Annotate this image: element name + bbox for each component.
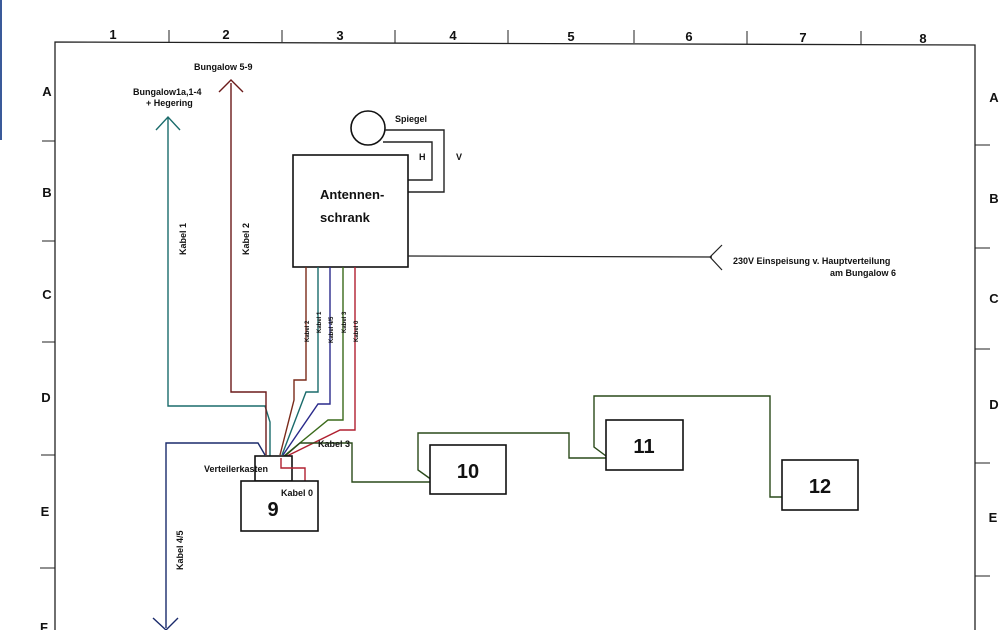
power-feed-line <box>407 255 713 258</box>
cabinet-label-line1: Antennen- <box>320 187 384 202</box>
kabel45-label: Kabel 4/5 <box>175 530 185 570</box>
power-plug-icon <box>709 244 723 271</box>
row-label-left-A: A <box>42 84 52 99</box>
row-label-right-C: C <box>989 291 999 306</box>
row-label-left-B: B <box>42 185 51 200</box>
satellite-dish-icon <box>350 110 386 146</box>
row-label-right-B: B <box>989 191 998 206</box>
feed-v-wire <box>385 129 445 193</box>
row-ticks-right <box>975 144 990 577</box>
bundle-wire-kabel3 <box>283 267 344 457</box>
kabel3-wire-to-10 <box>284 442 432 483</box>
cabinet-label-line2: schrank <box>320 210 371 225</box>
drawing-frame <box>54 41 976 630</box>
bundle-wire-kabel0 <box>284 267 356 458</box>
dest-bungalow1-line1-text: Bungalow1a,1-4 <box>133 87 202 97</box>
column-label-5: 5 <box>567 29 574 44</box>
kabel45-arrow-icon <box>152 617 179 630</box>
distribution-box-label: Verteilerkasten <box>204 464 268 474</box>
row-label-right-E: E <box>989 510 998 525</box>
bundle-label-kabel2: Kabel 2 <box>305 320 311 342</box>
kabel3-label: Kabel 3 <box>318 439 350 449</box>
bundle-wire-kabel45 <box>282 267 331 456</box>
dest-bungalow2-label: Bungalow 5-9 <box>194 62 253 72</box>
kabel2-wire <box>230 83 267 455</box>
feed-v-label: V <box>456 152 462 162</box>
cable-bundle <box>279 267 356 458</box>
bundle-label-kabel0: Kabel 0 <box>354 320 360 342</box>
row-label-left-E: E <box>41 504 50 519</box>
kabel1-arrow-icon <box>155 115 181 131</box>
bundle-label-kabel3: Kabel 3 <box>342 311 348 333</box>
kabel3-wire-11-to-12 <box>593 395 784 498</box>
kabel45-wire <box>165 442 266 628</box>
building-10 <box>429 444 507 495</box>
bundle-wire-kabel2 <box>279 267 307 456</box>
row-label-left-C: C <box>42 287 52 302</box>
column-label-8: 8 <box>919 31 926 46</box>
kabel0-label: Kabel 0 <box>281 488 313 498</box>
dest-bungalow1-line2: + Hegering <box>146 98 193 108</box>
column-label-6: 6 <box>685 29 692 44</box>
column-label-7: 7 <box>799 30 806 45</box>
kabel3-wire-10-to-11 <box>417 432 606 481</box>
kabel1-label: Kabel 1 <box>178 223 188 255</box>
building-11 <box>605 419 684 471</box>
row-ticks-left <box>40 140 55 569</box>
bundle-wire-kabel1 <box>281 267 319 456</box>
feed-h-label: H <box>419 152 426 162</box>
kabel2-label: Kabel 2 <box>241 223 251 255</box>
row-label-right-D: D <box>989 397 998 412</box>
antenna-cabinet <box>292 154 409 268</box>
column-ticks <box>168 30 862 44</box>
power-feed-label-line2: am Bungalow 6 <box>830 268 896 278</box>
antenna-label: Spiegel <box>395 114 427 124</box>
column-label-3: 3 <box>336 28 343 43</box>
bundle-label-kabel1: Kabel 1 <box>317 311 323 333</box>
row-label-right-A: A <box>989 90 999 105</box>
bundle-label-kabel45: Kabel 4/5 <box>329 316 335 343</box>
column-label-1: 1 <box>109 27 116 42</box>
row-label-left-F: F <box>40 620 48 630</box>
power-feed-label-line1: 230V Einspeisung v. Hauptverteilung <box>733 256 890 266</box>
building-9 <box>240 480 319 532</box>
building-12 <box>781 459 859 511</box>
building-12-label: 12 <box>809 476 831 498</box>
column-label-4: 4 <box>449 28 457 43</box>
kabel2-arrow-icon <box>218 79 244 93</box>
column-label-2: 2 <box>222 27 229 42</box>
building-10-label: 10 <box>457 461 479 483</box>
building-11-label: 11 <box>633 436 654 458</box>
building-9-label: 9 <box>267 499 278 521</box>
feed-h-wire <box>383 141 433 181</box>
kabel1-wire <box>167 118 271 458</box>
row-label-left-D: D <box>41 390 50 405</box>
